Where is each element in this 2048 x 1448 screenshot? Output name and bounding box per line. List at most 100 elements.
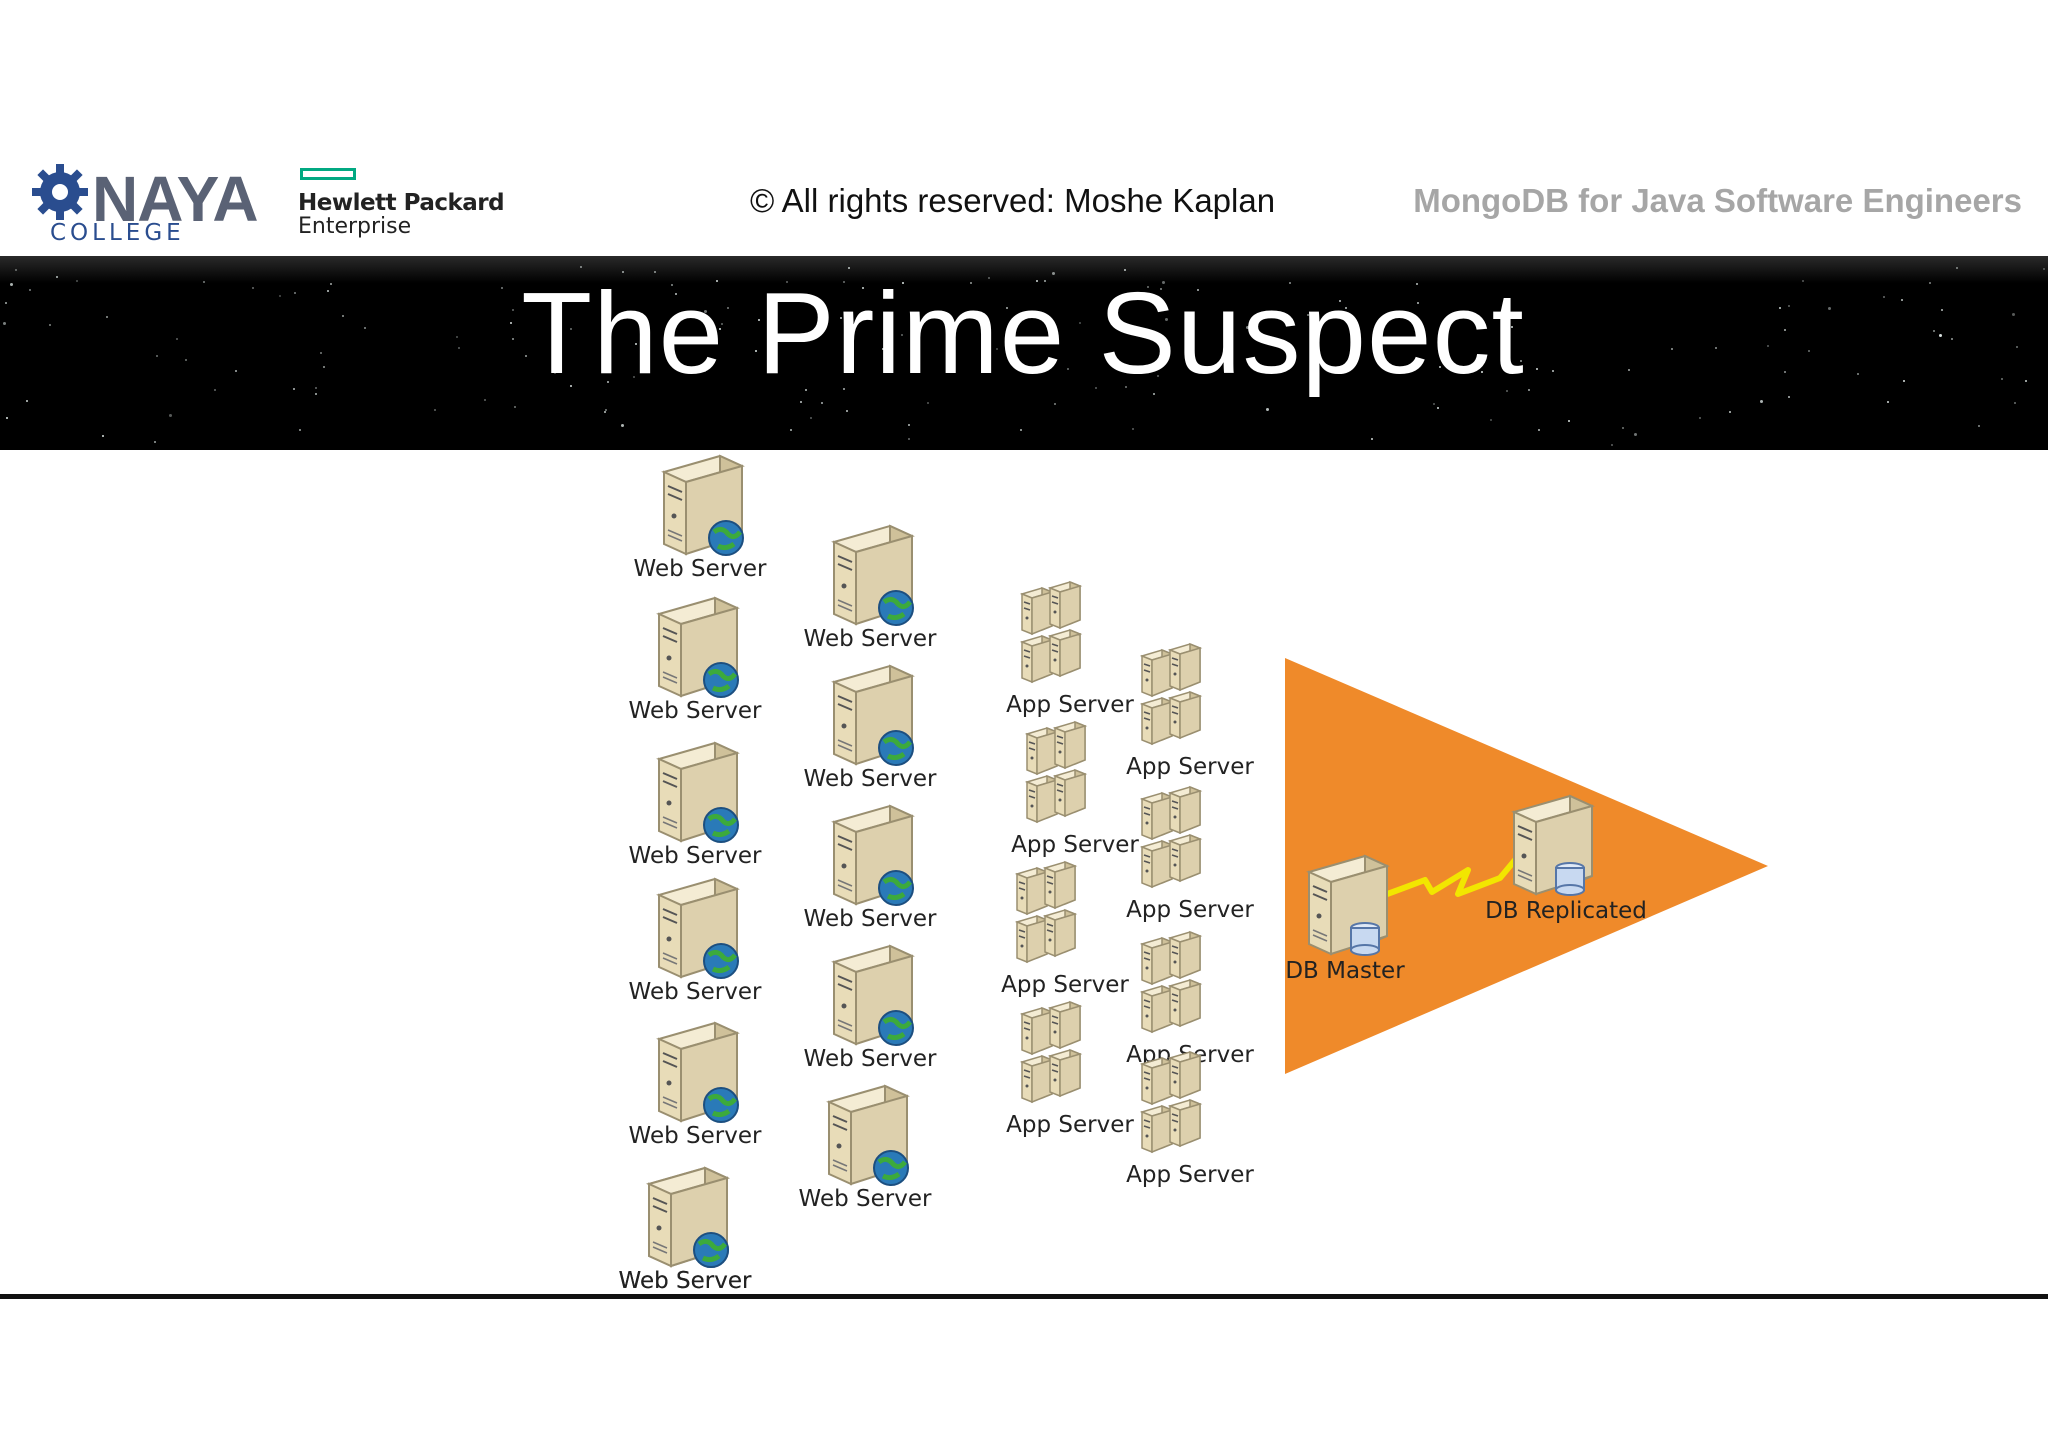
star bbox=[1054, 403, 1056, 405]
web-server: Web Server bbox=[645, 873, 745, 988]
app-server-icon bbox=[1020, 580, 1110, 690]
web-server-label: Web Server bbox=[804, 626, 937, 652]
web-server-label: Web Server bbox=[629, 1123, 762, 1149]
web-server-icon bbox=[820, 800, 920, 910]
star bbox=[1371, 438, 1373, 440]
app-server: App Server bbox=[1025, 720, 1115, 835]
star bbox=[604, 411, 606, 413]
web-server-label: Web Server bbox=[804, 906, 937, 932]
app-server-icon bbox=[1020, 1000, 1110, 1110]
star bbox=[1538, 429, 1540, 431]
gear-icon bbox=[28, 160, 92, 224]
database-server-icon bbox=[1500, 790, 1600, 900]
app-server-label: App Server bbox=[1011, 832, 1139, 858]
star bbox=[810, 417, 812, 419]
app-server: App Server bbox=[1140, 642, 1230, 757]
star bbox=[605, 409, 607, 411]
slide-title: The Prime Suspect bbox=[0, 266, 2048, 400]
hpe-rectangle-icon bbox=[300, 168, 356, 180]
star bbox=[2014, 402, 2016, 404]
app-server-icon bbox=[1140, 785, 1230, 895]
db-replicated-server-label: DB Replicated bbox=[1485, 898, 1647, 924]
star bbox=[1266, 408, 1269, 411]
architecture-diagram: Web ServerWeb ServerWeb ServerWeb Server… bbox=[0, 450, 2048, 1296]
star bbox=[1490, 419, 1492, 421]
web-server: Web Server bbox=[820, 800, 920, 915]
star bbox=[621, 424, 624, 427]
app-server: App Server bbox=[1140, 930, 1230, 1045]
naya-college-logo: NAYA COLLEGE bbox=[28, 160, 268, 250]
web-server-label: Web Server bbox=[804, 1046, 937, 1072]
app-server-icon bbox=[1025, 720, 1115, 830]
star bbox=[1611, 444, 1613, 446]
star bbox=[1729, 411, 1731, 413]
app-server: App Server bbox=[1020, 1000, 1110, 1115]
star bbox=[908, 438, 910, 440]
star bbox=[908, 424, 910, 426]
star bbox=[927, 402, 929, 404]
web-server-icon bbox=[815, 1080, 915, 1190]
database-server-icon bbox=[1295, 850, 1395, 960]
app-server: App Server bbox=[1140, 1050, 1230, 1165]
web-server-label: Web Server bbox=[634, 556, 767, 582]
web-server: Web Server bbox=[820, 520, 920, 635]
star bbox=[1634, 433, 1637, 436]
star bbox=[514, 406, 516, 408]
web-server-label: Web Server bbox=[629, 979, 762, 1005]
app-server: App Server bbox=[1020, 580, 1110, 695]
slide-header: NAYA COLLEGE Hewlett Packard Enterprise … bbox=[0, 160, 2048, 256]
app-server-label: App Server bbox=[1126, 897, 1254, 923]
web-server: Web Server bbox=[645, 1017, 745, 1132]
hpe-logo-line2: Enterprise bbox=[298, 214, 411, 239]
web-server: Web Server bbox=[650, 450, 750, 565]
star bbox=[102, 435, 104, 437]
web-server-icon bbox=[650, 450, 750, 560]
web-server: Web Server bbox=[635, 1162, 735, 1277]
db-master-server-label: DB Master bbox=[1285, 958, 1404, 984]
star bbox=[800, 401, 802, 403]
star bbox=[434, 409, 436, 411]
web-server-icon bbox=[820, 520, 920, 630]
star bbox=[790, 429, 792, 431]
web-server: Web Server bbox=[645, 592, 745, 707]
star bbox=[1437, 407, 1439, 409]
star bbox=[846, 410, 848, 412]
web-server: Web Server bbox=[645, 737, 745, 852]
star bbox=[1433, 403, 1435, 405]
star bbox=[1760, 400, 1763, 403]
app-server: App Server bbox=[1140, 785, 1230, 900]
hpe-logo: Hewlett Packard Enterprise bbox=[298, 164, 498, 244]
app-server-label: App Server bbox=[1001, 972, 1129, 998]
star bbox=[1978, 425, 1980, 427]
star bbox=[1020, 429, 1022, 431]
web-server: Web Server bbox=[815, 1080, 915, 1195]
slide-bottom-rule bbox=[0, 1294, 2048, 1299]
star bbox=[1568, 420, 1570, 422]
web-server: Web Server bbox=[820, 940, 920, 1055]
app-server-label: App Server bbox=[1126, 754, 1254, 780]
title-banner: The Prime Suspect bbox=[0, 256, 2048, 450]
web-server-icon bbox=[820, 660, 920, 770]
app-server-label: App Server bbox=[1006, 692, 1134, 718]
star bbox=[1887, 401, 1889, 403]
copyright-notice: © All rights reserved: Moshe Kaplan bbox=[750, 182, 1275, 220]
app-server-icon bbox=[1140, 930, 1230, 1040]
star bbox=[26, 400, 28, 402]
star bbox=[1622, 427, 1624, 429]
web-server-icon bbox=[645, 592, 745, 702]
star bbox=[299, 429, 301, 431]
web-server-label: Web Server bbox=[629, 843, 762, 869]
naya-logo-subtitle: COLLEGE bbox=[50, 220, 185, 246]
hpe-logo-line1: Hewlett Packard bbox=[298, 190, 504, 216]
web-server-icon bbox=[635, 1162, 735, 1272]
app-server-icon bbox=[1015, 860, 1105, 970]
star bbox=[154, 441, 156, 443]
web-server-icon bbox=[820, 940, 920, 1050]
web-server-label: Web Server bbox=[629, 698, 762, 724]
web-server: Web Server bbox=[820, 660, 920, 775]
app-server-label: App Server bbox=[1006, 1112, 1134, 1138]
course-title: MongoDB for Java Software Engineers bbox=[1413, 182, 2022, 220]
app-server: App Server bbox=[1015, 860, 1105, 975]
web-server-icon bbox=[645, 873, 745, 983]
db-replicated-server: DB Replicated bbox=[1500, 790, 1600, 905]
